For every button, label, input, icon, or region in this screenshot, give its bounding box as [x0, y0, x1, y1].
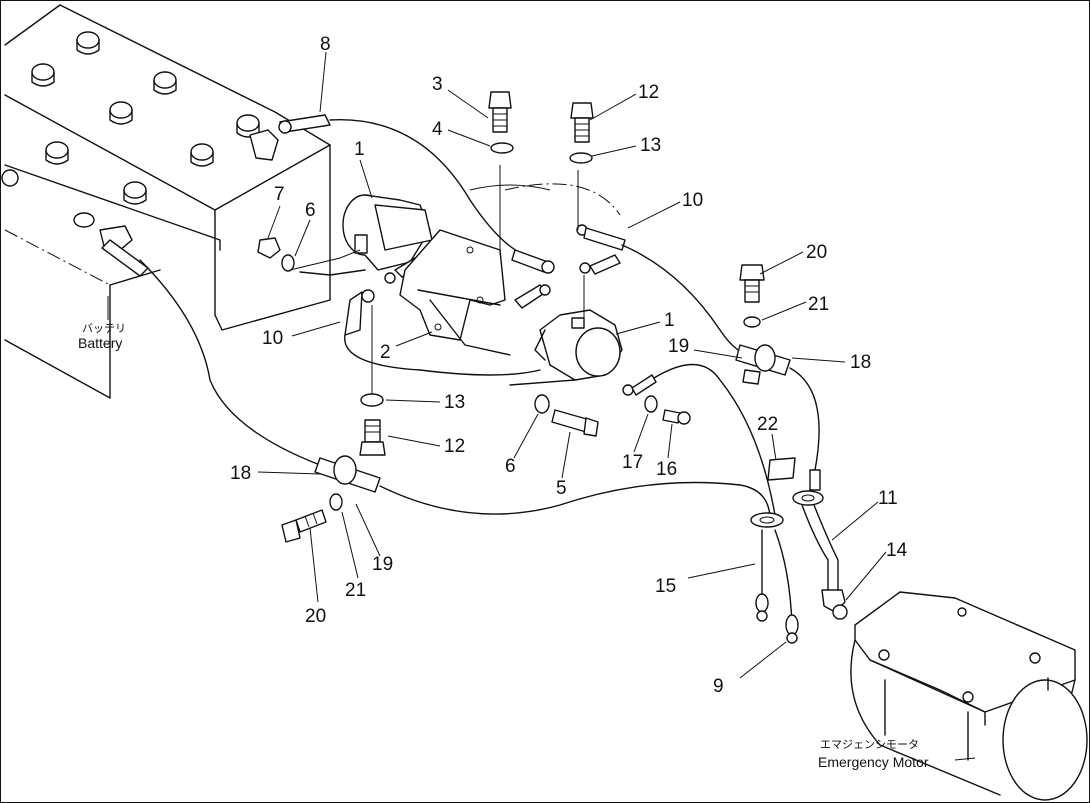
callout-7: 7 [274, 184, 285, 205]
callout-16: 16 [656, 459, 677, 480]
callout-3: 3 [432, 74, 443, 95]
lead-17 [622, 363, 776, 516]
cable-11 [792, 469, 848, 620]
battery-relay-upper [299, 194, 433, 276]
callout-12-lower: 12 [444, 436, 465, 457]
motor-label-en: Emergency Motor [818, 754, 929, 770]
washer-13-lower [360, 393, 384, 407]
callout-8: 8 [320, 34, 331, 55]
callout-15: 15 [655, 576, 676, 597]
bolt-20-upper [739, 264, 765, 303]
washer-13-upper [569, 152, 593, 164]
bolt-5 [551, 409, 599, 437]
bolt-12-upper [570, 102, 594, 143]
battery-label-jp: バッテリ [82, 322, 126, 335]
callout-10-left: 10 [262, 328, 283, 349]
callout-2: 2 [380, 342, 391, 363]
callout-numbers: 8 1 3 4 12 13 10 7 6 10 2 1 19 18 20 21 … [230, 34, 908, 697]
callout-leaders [257, 51, 887, 679]
callout-1-lower: 1 [664, 310, 675, 331]
callout-14: 14 [886, 540, 908, 561]
battery-terminal-rear [249, 129, 279, 161]
callout-10-right: 10 [682, 190, 703, 211]
washer-6-lower [534, 394, 550, 414]
callout-13-upper: 13 [640, 135, 661, 156]
cable-10-left [344, 289, 541, 376]
battery-relay-lower [509, 309, 623, 386]
callout-18-upper: 18 [850, 352, 871, 373]
callout-21-upper: 21 [808, 294, 829, 315]
loop-dashed [504, 183, 621, 216]
callout-1-upper: 1 [354, 139, 365, 160]
callout-13-lower: 13 [444, 392, 465, 413]
motor-label-jp: エマジェンシモータ [820, 738, 919, 751]
tag-22 [767, 457, 796, 481]
callout-11: 11 [878, 488, 898, 509]
callout-6-upper: 6 [305, 200, 316, 221]
washer-21-lower [329, 493, 343, 511]
bolt-3 [488, 91, 512, 133]
callout-4: 4 [432, 119, 443, 140]
battery-assembly: バッテリ Battery [1, 4, 331, 399]
callout-9: 9 [713, 676, 724, 697]
washer-21-upper [743, 316, 761, 328]
washer-4 [490, 142, 514, 154]
battery-cell-caps [1, 31, 260, 228]
clamp-18-upper [735, 344, 820, 471]
callout-12-upper: 12 [638, 82, 659, 103]
bolt-20-lower [281, 509, 327, 543]
callout-6-lower: 6 [505, 456, 516, 477]
callout-20-lower: 20 [305, 606, 326, 627]
cable-15-9 [739, 484, 799, 644]
washer-17 [644, 395, 658, 413]
callout-18-lower: 18 [230, 463, 251, 484]
cable-8 [278, 114, 555, 274]
bolt-12-lower [359, 419, 386, 456]
battery-label-en: Battery [78, 335, 122, 351]
callout-20-upper: 20 [806, 242, 827, 263]
nut-7 [257, 237, 281, 259]
cable-10-upper [576, 224, 761, 357]
callout-21-lower: 21 [345, 580, 366, 601]
bracket-2 [399, 229, 511, 356]
callout-22: 22 [757, 414, 778, 435]
callout-19-lower: 19 [372, 554, 393, 575]
callout-19-upper: 19 [668, 336, 689, 357]
bolt-16 [662, 409, 691, 425]
callout-17: 17 [622, 452, 643, 473]
main-cable [101, 239, 741, 515]
callout-5: 5 [556, 478, 567, 499]
emergency-motor: エマジェンシモータ Emergency Motor [818, 591, 1088, 801]
washer-6-upper [281, 254, 295, 272]
